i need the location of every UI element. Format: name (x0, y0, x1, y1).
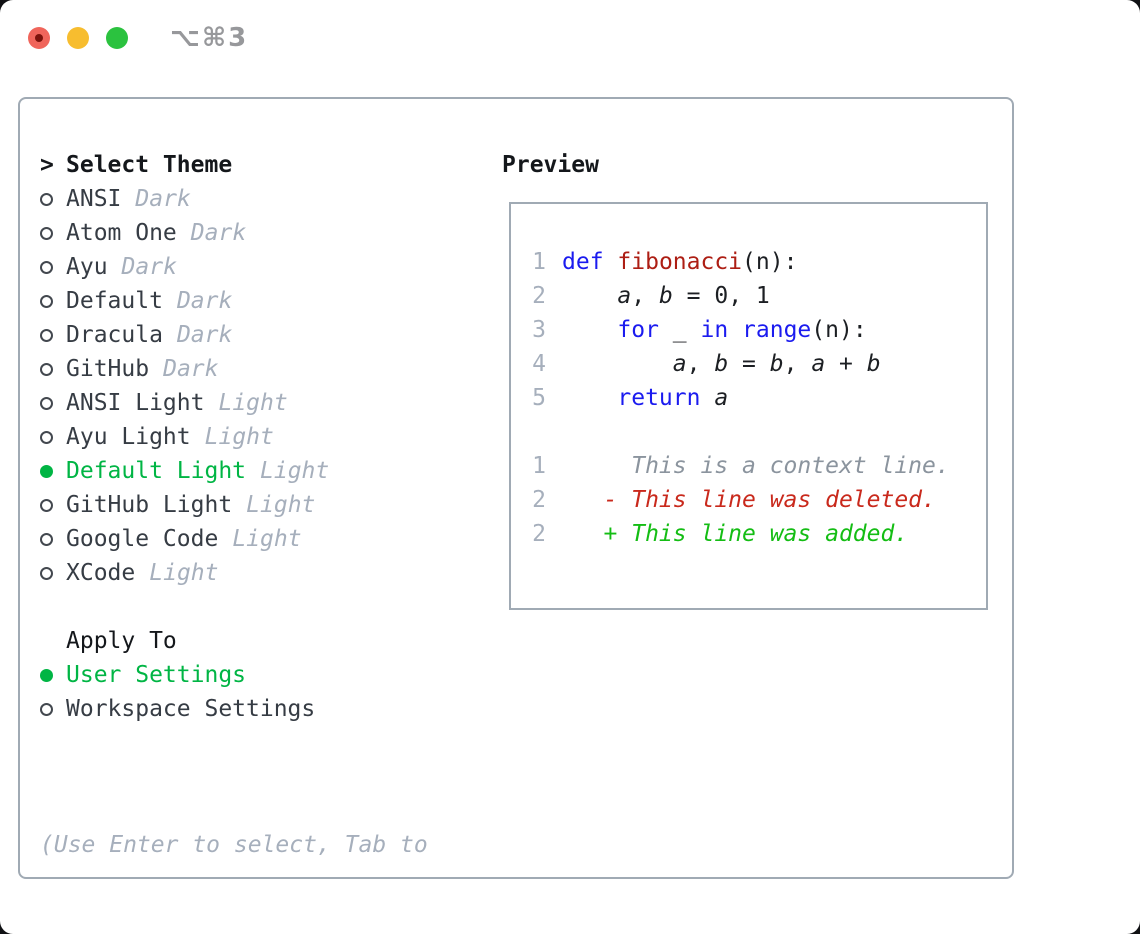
theme-item-label: Default Light (66, 458, 247, 484)
radio-icon (40, 668, 53, 682)
theme-list: ANSI Dark Atom One Dark Ayu Dark Default… (40, 182, 428, 590)
theme-item-ansi-light[interactable]: ANSI Light Light (40, 386, 428, 420)
theme-item-ayu-light[interactable]: Ayu Light Light (40, 420, 428, 454)
theme-picker-column: > Select Theme ANSI Dark Atom One Dark A… (40, 148, 428, 934)
radio-icon (40, 702, 53, 716)
minimize-button[interactable] (67, 27, 89, 49)
radio-icon (40, 566, 53, 580)
titlebar: ⌥⌘3 (28, 23, 248, 53)
theme-item-variant: Light (149, 560, 219, 586)
theme-item-default-light[interactable]: Default Light Light (40, 454, 428, 488)
theme-item-label: Google Code (66, 526, 219, 552)
radio-icon (40, 532, 53, 546)
theme-item-label: Default (66, 288, 163, 314)
theme-item-github-light[interactable]: GitHub Light Light (40, 488, 428, 522)
apply-to-option-label: Workspace Settings (66, 696, 316, 722)
cursor-marker: > (40, 152, 54, 178)
line-number: 5 (532, 385, 546, 411)
line-number: 1 (532, 453, 546, 479)
theme-item-label: GitHub Light (66, 492, 233, 518)
theme-item-ayu[interactable]: Ayu Dark (40, 250, 428, 284)
hint-line-1: (Use Enter to select, Tab to (40, 832, 428, 858)
theme-item-variant: Light (232, 526, 302, 552)
radio-icon (40, 362, 53, 376)
hint-line-2: change focus) (40, 930, 428, 934)
theme-picker-panel: > Select Theme ANSI Dark Atom One Dark A… (18, 97, 1014, 879)
radio-icon (40, 226, 53, 240)
code-line: 3 for _ in range(n): (532, 313, 986, 347)
theme-item-label: Ayu Light (66, 424, 191, 450)
theme-item-atom-one[interactable]: Atom One Dark (40, 216, 428, 250)
apply-to-option-workspace-settings[interactable]: Workspace Settings (40, 692, 428, 726)
preview-title: Preview (502, 152, 599, 178)
theme-item-label: GitHub (66, 356, 150, 382)
blank-line (532, 415, 986, 449)
select-theme-header: > Select Theme (40, 148, 428, 182)
apply-to-option-label: User Settings (66, 662, 247, 688)
close-button[interactable] (28, 27, 50, 49)
theme-item-variant: Light (204, 424, 274, 450)
theme-item-google-code[interactable]: Google Code Light (40, 522, 428, 556)
radio-icon (40, 192, 53, 206)
radio-icon (40, 294, 53, 308)
theme-item-variant: Dark (176, 322, 233, 348)
apply-to-list: User Settings Workspace Settings (40, 658, 428, 726)
code-line: 5 return a (532, 381, 986, 415)
radio-icon (40, 430, 53, 444)
theme-item-dracula[interactable]: Dracula Dark (40, 318, 428, 352)
radio-icon (40, 328, 53, 342)
spacer (40, 590, 428, 624)
spacer (40, 726, 428, 760)
apply-to-title: Apply To (66, 628, 177, 654)
radio-icon (40, 260, 53, 274)
theme-item-label: Atom One (66, 220, 177, 246)
line-number: 1 (532, 249, 546, 275)
radio-icon (40, 396, 53, 410)
theme-item-variant: Dark (135, 186, 191, 212)
apply-to-option-user-settings[interactable]: User Settings (40, 658, 428, 692)
theme-item-variant: Dark (176, 288, 233, 314)
theme-item-variant: Light (246, 492, 316, 518)
radio-icon (40, 464, 53, 478)
theme-item-label: ANSI (66, 186, 122, 212)
theme-item-variant: Dark (190, 220, 247, 246)
code-line: 2 a, b = 0, 1 (532, 279, 986, 313)
code-line: 4 a, b = b, a + b (532, 347, 986, 381)
line-number: 2 (532, 283, 546, 309)
apply-to-header: Apply To (40, 624, 428, 658)
line-number: 3 (532, 317, 546, 343)
theme-item-label: Ayu (66, 254, 108, 280)
diff-line-context: 1 This is a context line. (532, 449, 986, 483)
theme-item-label: ANSI Light (66, 390, 205, 416)
theme-item-variant: Dark (163, 356, 219, 382)
theme-item-label: Dracula (66, 322, 163, 348)
maximize-button[interactable] (106, 27, 128, 49)
theme-item-default[interactable]: Default Dark (40, 284, 428, 318)
diff-line-deleted: 2 - This line was deleted. (532, 483, 986, 517)
line-number: 4 (532, 351, 546, 377)
theme-item-github[interactable]: GitHub Dark (40, 352, 428, 386)
theme-item-xcode[interactable]: XCode Light (40, 556, 428, 590)
theme-item-variant: Light (260, 458, 330, 484)
line-number: 2 (532, 487, 546, 513)
line-number: 2 (532, 521, 546, 547)
select-theme-title: Select Theme (66, 152, 233, 178)
theme-item-variant: Dark (121, 254, 177, 280)
window-title-shortcut: ⌥⌘3 (170, 23, 249, 53)
radio-icon (40, 498, 53, 512)
theme-item-label: XCode (66, 560, 136, 586)
hint-text: (Use Enter to select, Tab to change focu… (40, 760, 428, 934)
diff-line-added: 2 + This line was added. (532, 517, 986, 551)
theme-item-variant: Light (218, 390, 288, 416)
theme-item-ansi[interactable]: ANSI Dark (40, 182, 428, 216)
